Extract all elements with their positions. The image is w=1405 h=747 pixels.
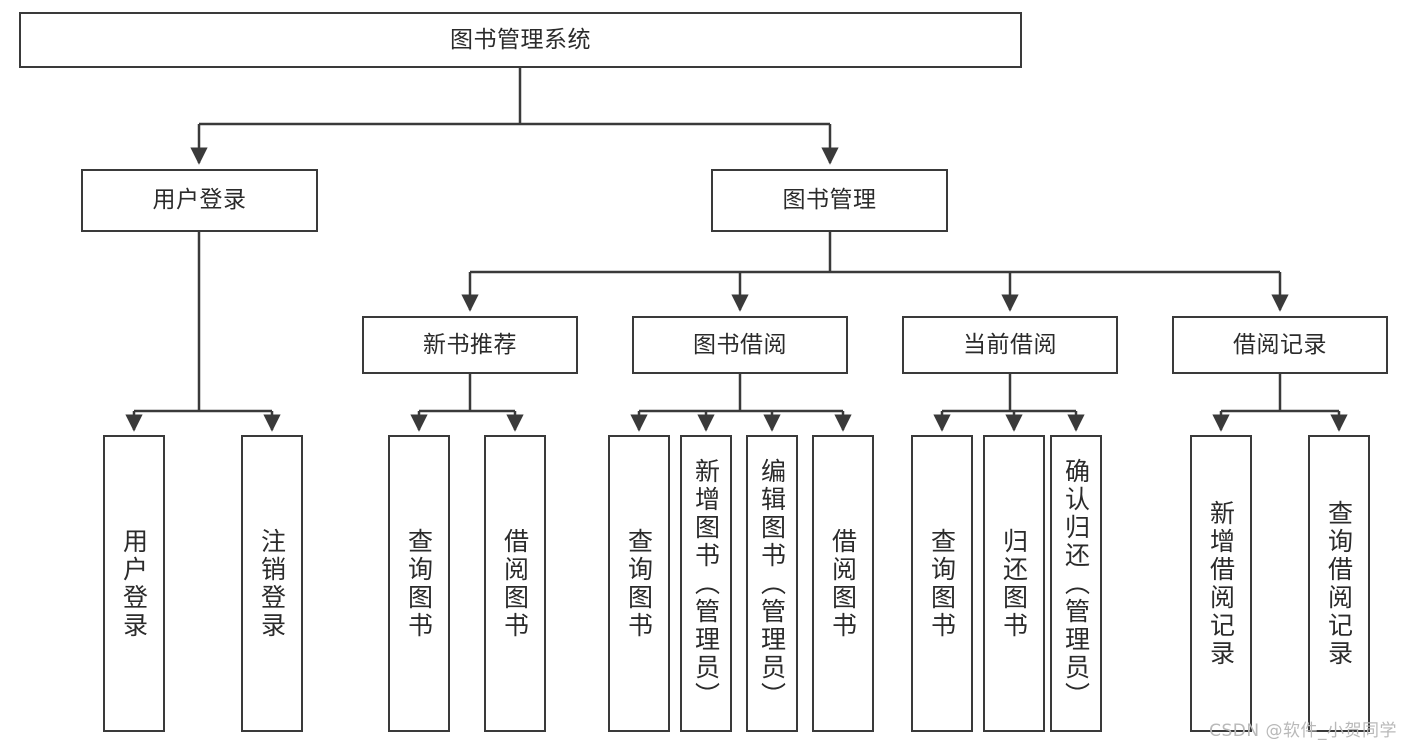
node-book-borrow[interactable]: 图书借阅 bbox=[632, 316, 848, 374]
node-book-management-label: 图书管理 bbox=[782, 187, 877, 214]
node-leaf-query-book-3-label: 查询图书 bbox=[927, 527, 957, 640]
node-leaf-logout[interactable]: 注销登录 bbox=[241, 435, 303, 732]
node-root[interactable]: 图书管理系统 bbox=[19, 12, 1022, 68]
node-leaf-query-book-1[interactable]: 查询图书 bbox=[388, 435, 450, 732]
node-leaf-edit-book-label: 编辑图书（管理员） bbox=[757, 457, 787, 710]
node-leaf-logout-label: 注销登录 bbox=[257, 527, 287, 640]
node-leaf-edit-book[interactable]: 编辑图书（管理员） bbox=[746, 435, 798, 732]
node-borrow-record-label: 借阅记录 bbox=[1233, 331, 1327, 358]
node-user-login-label: 用户登录 bbox=[152, 187, 247, 214]
node-leaf-add-record-label: 新增借阅记录 bbox=[1206, 499, 1236, 668]
node-user-login[interactable]: 用户登录 bbox=[81, 169, 318, 232]
node-book-borrow-label: 图书借阅 bbox=[693, 331, 787, 358]
node-leaf-query-book-2-label: 查询图书 bbox=[624, 527, 654, 640]
node-current-borrow-label: 当前借阅 bbox=[963, 331, 1057, 358]
node-root-label: 图书管理系统 bbox=[450, 26, 591, 53]
node-borrow-record[interactable]: 借阅记录 bbox=[1172, 316, 1388, 374]
node-book-management[interactable]: 图书管理 bbox=[711, 169, 948, 232]
node-leaf-confirm-return[interactable]: 确认归还（管理员） bbox=[1050, 435, 1102, 732]
node-leaf-query-book-3[interactable]: 查询图书 bbox=[911, 435, 973, 732]
node-leaf-add-book-label: 新增图书（管理员） bbox=[691, 457, 721, 710]
node-leaf-borrow-book-2[interactable]: 借阅图书 bbox=[812, 435, 874, 732]
node-current-borrow[interactable]: 当前借阅 bbox=[902, 316, 1118, 374]
node-new-book-recommend[interactable]: 新书推荐 bbox=[362, 316, 578, 374]
node-leaf-query-record[interactable]: 查询借阅记录 bbox=[1308, 435, 1370, 732]
node-leaf-add-record[interactable]: 新增借阅记录 bbox=[1190, 435, 1252, 732]
node-leaf-user-login[interactable]: 用户登录 bbox=[103, 435, 165, 732]
node-leaf-borrow-book-1-label: 借阅图书 bbox=[500, 527, 530, 640]
node-leaf-query-book-1-label: 查询图书 bbox=[404, 527, 434, 640]
node-leaf-borrow-book-2-label: 借阅图书 bbox=[828, 527, 858, 640]
node-leaf-user-login-label: 用户登录 bbox=[119, 527, 149, 640]
node-leaf-return-book-label: 归还图书 bbox=[999, 527, 1029, 640]
node-leaf-query-book-2[interactable]: 查询图书 bbox=[608, 435, 670, 732]
node-leaf-borrow-book-1[interactable]: 借阅图书 bbox=[484, 435, 546, 732]
node-leaf-add-book[interactable]: 新增图书（管理员） bbox=[680, 435, 732, 732]
node-leaf-return-book[interactable]: 归还图书 bbox=[983, 435, 1045, 732]
watermark: CSDN @软件_小贺同学 bbox=[1209, 721, 1397, 741]
node-leaf-confirm-return-label: 确认归还（管理员） bbox=[1061, 457, 1091, 710]
node-leaf-query-record-label: 查询借阅记录 bbox=[1324, 499, 1354, 668]
node-new-book-recommend-label: 新书推荐 bbox=[423, 331, 517, 358]
